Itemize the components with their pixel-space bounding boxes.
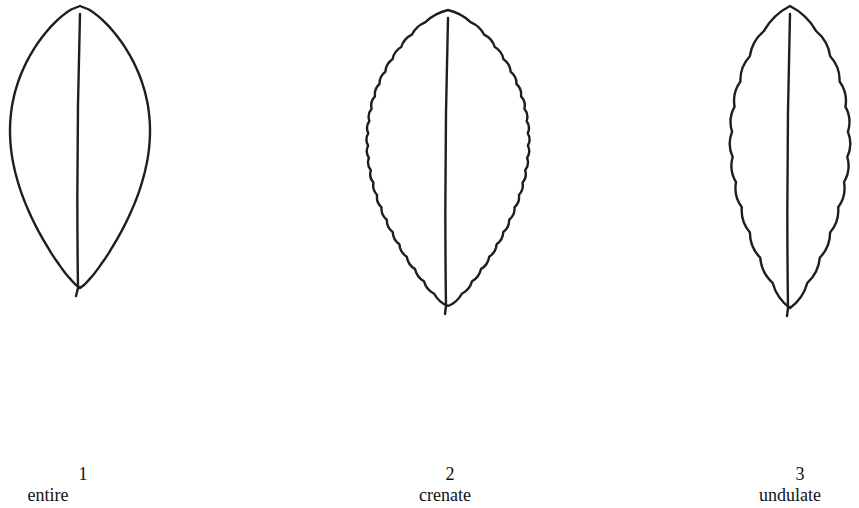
figure-number: 3	[796, 464, 805, 484]
leaf-midrib	[787, 14, 790, 316]
figure-number: 1	[79, 464, 88, 484]
margin-type-label: entire	[28, 485, 69, 505]
leaf-midrib	[76, 14, 80, 296]
margin-type-label: undulate	[759, 485, 821, 505]
figure-number: 2	[446, 464, 455, 484]
leaf-midrib	[445, 18, 448, 314]
margin-type-label: crenate	[419, 485, 471, 505]
